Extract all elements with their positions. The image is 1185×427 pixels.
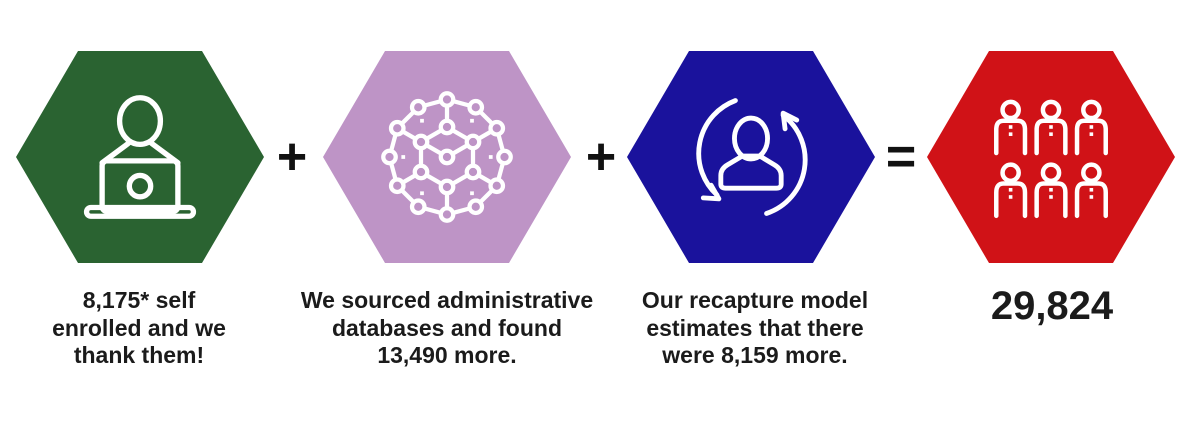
- network-molecule-icon: [381, 91, 513, 223]
- caption-total-count: 29,824: [990, 284, 1114, 328]
- people-group-icon: [988, 92, 1114, 223]
- person-at-laptop-icon: [83, 95, 197, 219]
- hexagon-total: [927, 51, 1175, 263]
- equals-operator: =: [885, 128, 917, 186]
- hexagon-shape-blue: [627, 51, 875, 263]
- person-cycle-arrows-icon: [696, 98, 808, 216]
- plus-operator-1: +: [276, 128, 308, 186]
- caption-self-enrolled: 8,175* self enrolled and we thank them!: [52, 287, 226, 369]
- hexagon-recapture-model: [627, 51, 875, 263]
- hexagon-shape-red: [927, 51, 1175, 263]
- caption-recapture-model: Our recapture model estimates that there…: [641, 287, 869, 369]
- caption-admin-databases: We sourced administrative databases and …: [300, 287, 594, 369]
- hexagon-shape-green: [16, 51, 264, 263]
- hexagon-admin-databases: [323, 51, 571, 263]
- hexagon-self-enrolled: [16, 51, 264, 263]
- plus-operator-2: +: [585, 128, 617, 186]
- hexagon-shape-purple: [323, 51, 571, 263]
